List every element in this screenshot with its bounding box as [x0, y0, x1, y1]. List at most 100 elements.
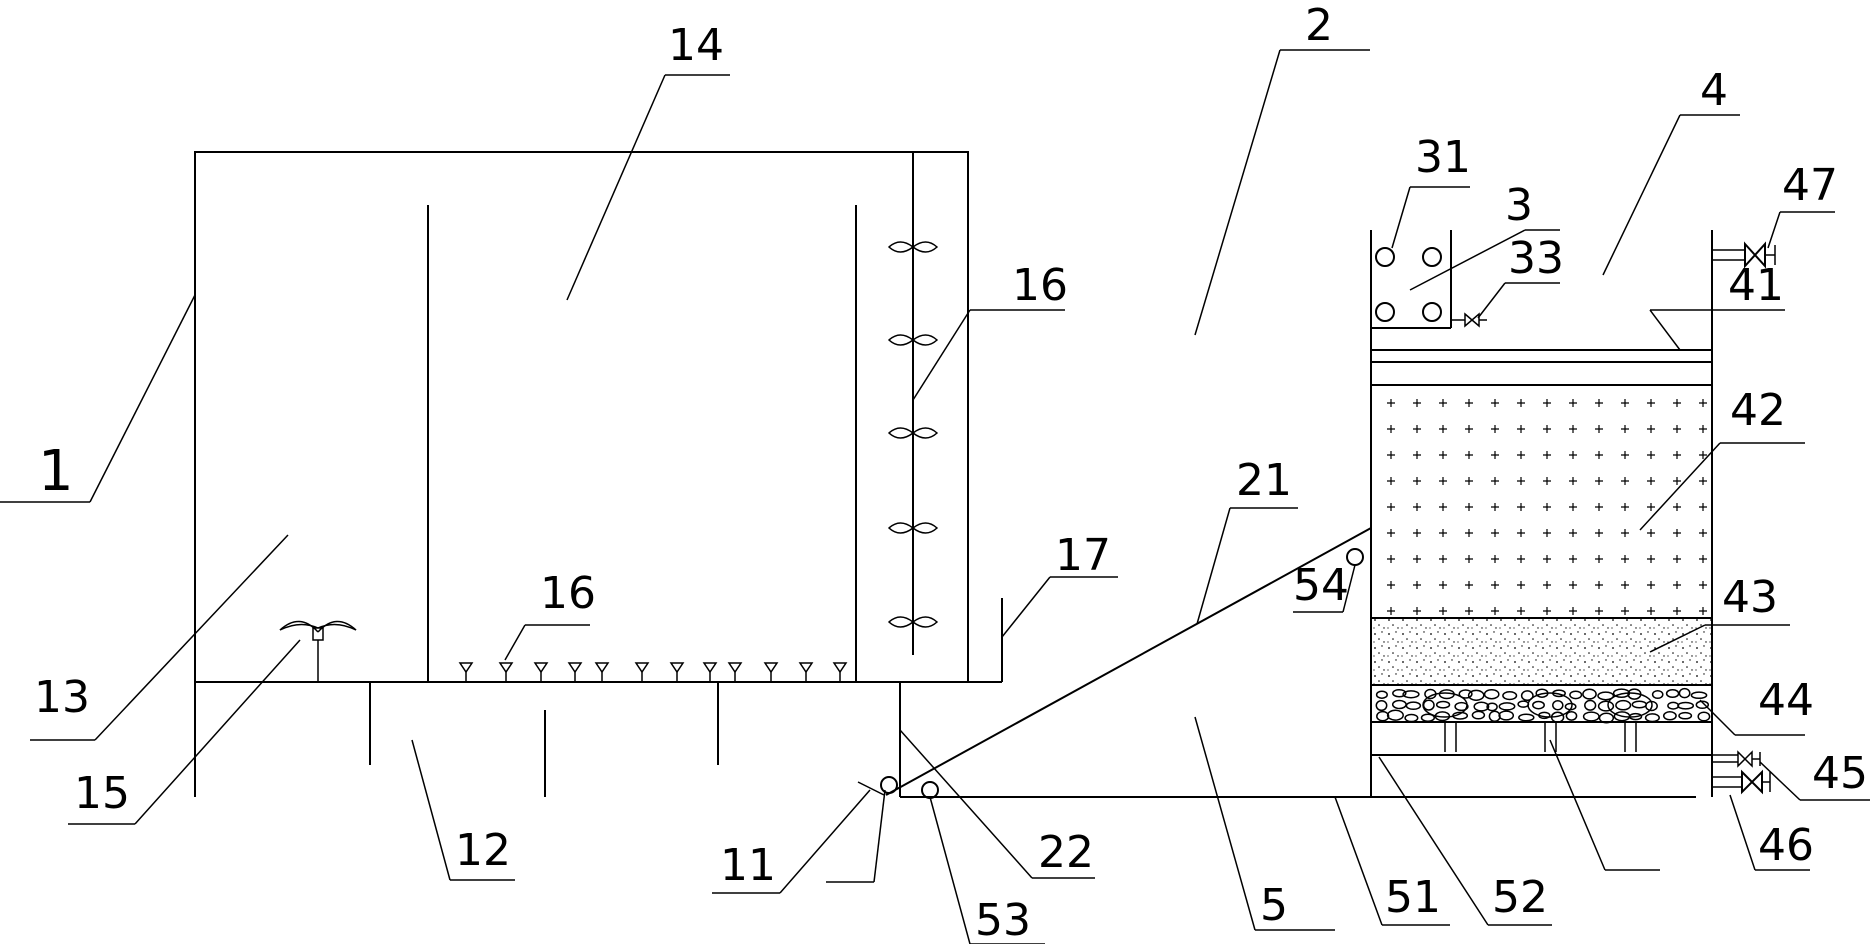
label-2: 2 [1305, 0, 1333, 51]
gravel-stone [1678, 711, 1693, 720]
propeller-icon [887, 427, 939, 439]
gravel-stone [1651, 689, 1664, 700]
gravel-stone [1565, 710, 1578, 721]
label-15: 15 [74, 768, 130, 819]
label-13: 13 [34, 672, 90, 723]
cobble-stone [1422, 692, 1468, 718]
diffuser-icon [567, 662, 583, 682]
gravel-stone [1498, 702, 1516, 711]
gravel-stone [1467, 689, 1485, 701]
gravel-stone [1697, 711, 1711, 722]
valve-46 [1712, 769, 1771, 795]
label-31: 31 [1415, 132, 1471, 183]
gravel-stone [1569, 690, 1583, 700]
label-11: 11 [720, 840, 776, 891]
label-42: 42 [1730, 385, 1786, 436]
gravel-stone [1615, 699, 1632, 711]
gravel-stone [1471, 710, 1486, 720]
sloped-wall [885, 527, 1372, 796]
label-41: 41 [1728, 260, 1784, 311]
gravel-stone [1404, 713, 1419, 723]
propeller-mixers [887, 241, 939, 628]
label-17: 17 [1055, 530, 1111, 581]
gravel-stone [1582, 688, 1597, 700]
gravel-stone [1483, 688, 1500, 700]
gravel-stone [1375, 690, 1388, 699]
gravel-stone [1552, 699, 1564, 711]
gravel-stone [1386, 709, 1404, 721]
callout-labels: 1 14 2 16 16 13 15 12 17 21 11 53 22 5 5… [34, 0, 1868, 944]
label-12: 12 [455, 825, 511, 876]
gravel-stone [1582, 711, 1600, 722]
gravel-stone [1665, 688, 1680, 699]
diffuser-icon [533, 662, 549, 682]
label-33: 33 [1508, 233, 1564, 284]
sprinkler-icon [279, 620, 357, 682]
filter-media-layer [1372, 386, 1711, 617]
diffuser-icon [832, 662, 848, 682]
label-47: 47 [1782, 160, 1838, 211]
label-53: 53 [975, 895, 1031, 944]
gravel-layer [1375, 687, 1711, 724]
gravel-stone [1678, 687, 1691, 699]
cobble-stone [1607, 692, 1653, 718]
valve-45 [1712, 750, 1761, 768]
label-14: 14 [668, 20, 724, 71]
label-45: 45 [1812, 748, 1868, 799]
cobble-stone [1527, 692, 1573, 718]
filter-tank [1370, 230, 1713, 797]
label-4: 4 [1700, 65, 1728, 116]
label-43: 43 [1722, 572, 1778, 623]
gravel-stone [1498, 710, 1515, 721]
valve-33 [1451, 312, 1487, 328]
sand-layer [1372, 619, 1711, 684]
gravel-stone [1488, 710, 1501, 723]
gravel-stone [1502, 690, 1518, 701]
gravel-stone [1402, 690, 1420, 699]
gravel-stone [1532, 700, 1545, 710]
diffuser-icon [763, 662, 779, 682]
outlet-weir [900, 598, 1003, 683]
diffuser-icon [669, 662, 685, 682]
diffuser-icon [798, 662, 814, 682]
gravel-stone [1662, 711, 1677, 721]
main-tank [194, 151, 969, 683]
gravel-stone [1597, 700, 1615, 712]
gravel-stone [1631, 700, 1648, 709]
gravel-stone [1391, 699, 1407, 710]
diffuser-icon [634, 662, 650, 682]
gravel-stone [1690, 691, 1708, 700]
label-16-top: 16 [1012, 260, 1068, 311]
propeller-icon [887, 522, 939, 534]
diffuser-icon [702, 662, 718, 682]
valve-47 [1712, 241, 1776, 269]
label-16-bottom: 16 [540, 568, 596, 619]
diffuser-icon [498, 662, 514, 682]
gravel-stone [1598, 712, 1615, 724]
propeller-icon [887, 334, 939, 346]
gravel-stone [1473, 701, 1490, 712]
diffuser-icon [727, 662, 743, 682]
leader-lines [0, 49, 1870, 944]
aeration-diffusers [458, 662, 848, 682]
gravel-stone [1517, 700, 1530, 708]
gravel-stone [1422, 699, 1435, 711]
gravel-stone [1392, 688, 1407, 698]
gravel-stone [1458, 689, 1473, 699]
gravel-stone [1376, 710, 1390, 722]
diffuser-icon [594, 662, 610, 682]
media-box [1370, 230, 1452, 329]
underdrain-pipes [1444, 722, 1637, 752]
gravel-stone [1597, 691, 1615, 701]
gravel-stone [1420, 713, 1436, 722]
gravel-stone [1486, 702, 1498, 712]
gravel-stone [1518, 713, 1535, 722]
label-1: 1 [38, 439, 74, 504]
label-44: 44 [1758, 675, 1814, 726]
gravel-stone [1677, 701, 1695, 710]
gravel-stone [1405, 701, 1422, 711]
gravel-stone [1435, 700, 1451, 709]
label-46: 46 [1758, 820, 1814, 871]
tank-partitions [194, 152, 914, 797]
